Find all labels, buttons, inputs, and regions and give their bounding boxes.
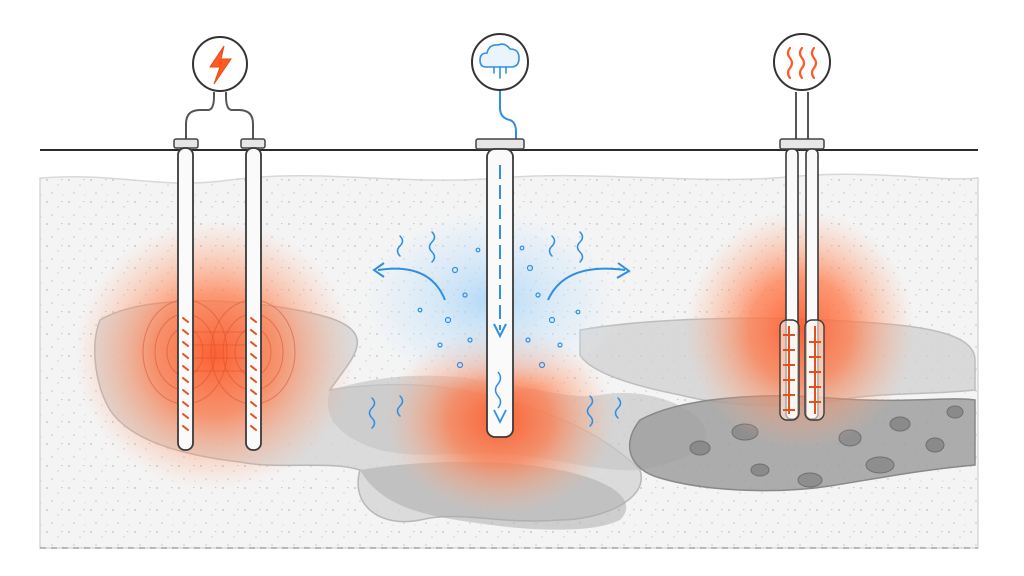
heat-zone-right <box>685 210 915 450</box>
electrode-well-pair <box>173 36 266 451</box>
steam-injection-well <box>368 33 631 438</box>
thermal-conduction-heater-wells <box>773 33 831 421</box>
heat-waves-icon <box>773 33 831 91</box>
steam-flow-arrow-right <box>547 267 626 301</box>
steam-flow-arrow-left <box>377 267 446 301</box>
heat-waves-glyph <box>786 46 818 80</box>
electrode-well-left <box>177 147 194 451</box>
lightning-bolt-glyph <box>209 45 232 85</box>
electrode-well-right <box>245 147 262 451</box>
steam-cloud-glyph <box>479 43 520 68</box>
